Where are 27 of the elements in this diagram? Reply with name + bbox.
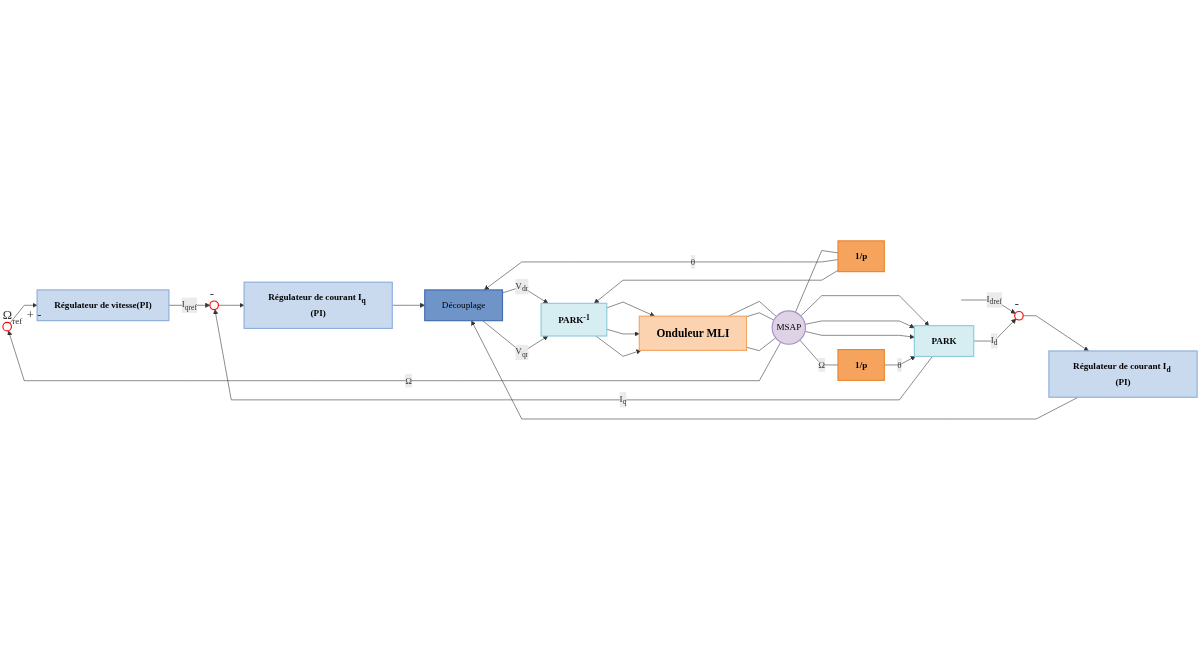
edge-label: I$_{q}$ [619, 393, 627, 406]
node-circle [209, 300, 219, 310]
edge-label: V$_{qr}$ [515, 345, 529, 359]
node-caption: - [37, 307, 42, 322]
edge-label: I$_{qref}$ [181, 298, 198, 311]
edge-label: Ω [818, 359, 826, 370]
edge-label: V$_{dr}$ [515, 280, 529, 293]
node-caption: + [26, 307, 34, 322]
node-circle: MSAP [771, 309, 807, 345]
node-caption: Ω$_{ref}$ [2, 307, 23, 326]
edge-label: I$_{dref}$ [986, 293, 1002, 306]
edge-label: θ [690, 256, 696, 267]
node-box: 1/p [837, 348, 885, 381]
edge-label: Ω [405, 375, 412, 385]
node-box: Onduleur MLI [638, 315, 748, 351]
node-box: 1/p [837, 239, 885, 272]
edge-label: I$_{d}$ [990, 334, 998, 347]
node-box: PARK [913, 324, 975, 357]
node-box: PARK$^{-1}$ [540, 302, 608, 337]
node-circle [2, 321, 12, 332]
node-circle [1014, 310, 1024, 321]
node-box: Régulateur de courant I$_{d}$ (PI) [1048, 349, 1198, 398]
node-box: Découplage [424, 288, 504, 321]
edge-label: θ [897, 359, 902, 370]
node-box: Régulateur de courant I$_{q}$ (PI) [243, 281, 393, 329]
node-caption: - [1014, 296, 1019, 311]
node-caption: - [209, 286, 215, 301]
